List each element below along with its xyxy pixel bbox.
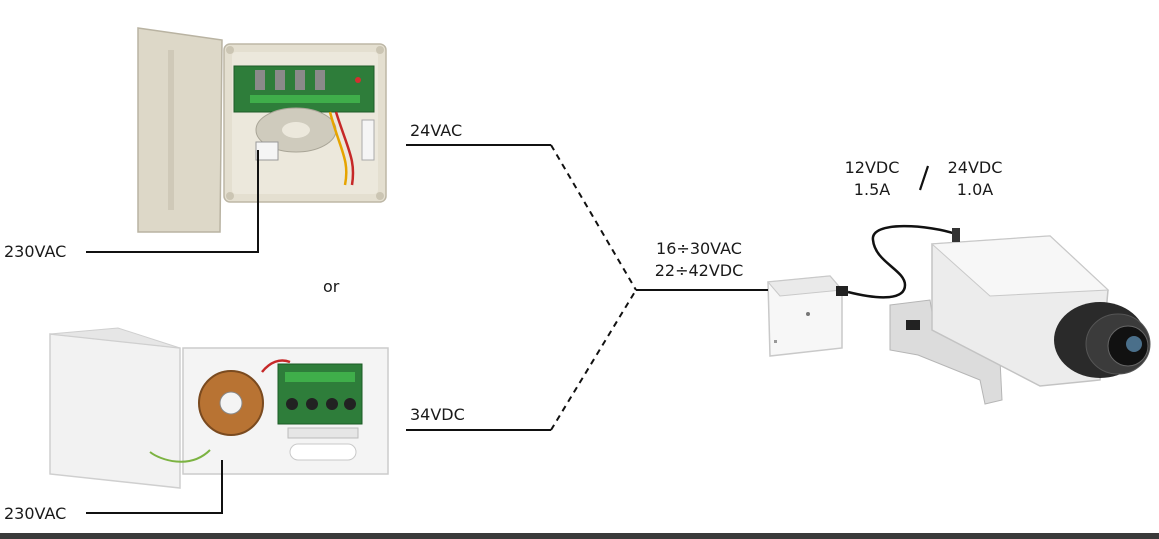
- top-power-supply-image: [137, 27, 387, 233]
- camera-option-b-current: 1.0A: [956, 180, 994, 199]
- top-input-label: 230VAC: [4, 242, 67, 261]
- bottom-input-label: 230VAC: [4, 504, 67, 523]
- bottom-bar: [0, 533, 1159, 539]
- top-output-label: 24VAC: [410, 121, 463, 140]
- converter-input-ac-label: 16÷30VAC: [656, 239, 742, 258]
- dashed-wire-lower: [550, 289, 637, 431]
- wiring-lines: [86, 144, 768, 514]
- camera-option-a-current: 1.5A: [853, 180, 891, 199]
- converter-module-image: [766, 275, 848, 357]
- converter-input-dc-label: 22÷42VDC: [654, 261, 744, 280]
- or-separator-label: or: [323, 277, 340, 296]
- cctv-camera-image: [847, 224, 1151, 405]
- bottom-output-label: 34VDC: [410, 405, 465, 424]
- camera-option-b-voltage: 24VDC: [947, 158, 1003, 177]
- wire-230vac-bottom: [86, 460, 223, 514]
- wire-230vac-top: [86, 150, 259, 253]
- camera-option-a-voltage: 12VDC: [844, 158, 900, 177]
- option-divider-line: [918, 165, 930, 191]
- dashed-wire-upper: [550, 144, 637, 291]
- bottom-power-supply-image: [49, 327, 389, 489]
